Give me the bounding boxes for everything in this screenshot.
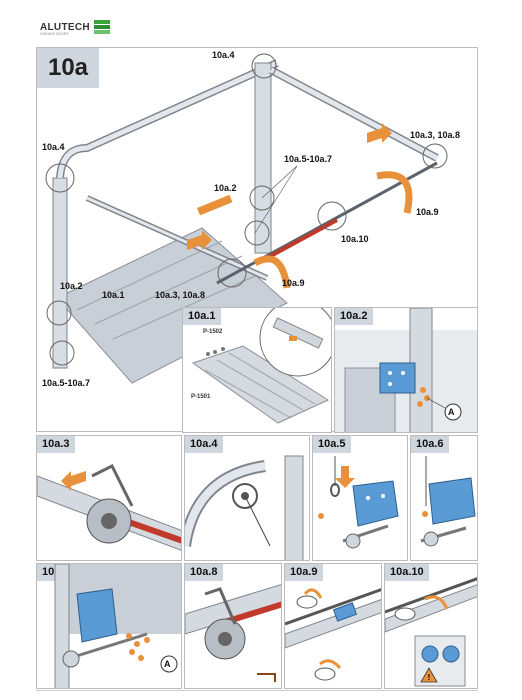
label-10a9-left: 10a.9 — [282, 278, 305, 288]
panel-tag: 10a.5 — [313, 436, 351, 453]
panel-tag: 10a.9 — [285, 564, 323, 581]
panel-10a2-illustration — [335, 308, 477, 432]
panel-10a5-illustration — [318, 456, 399, 549]
callout-a: A — [448, 407, 455, 417]
part-p1502: P-1502 — [203, 329, 223, 335]
label-10a1: 10a.1 — [102, 290, 125, 300]
panel-10a3-illustration — [37, 463, 181, 551]
footer-rule — [36, 690, 478, 691]
panel-10a7: 10a.7 A — [36, 563, 182, 689]
label-10a5-10a7-mid: 10a.5-10a.7 — [284, 154, 333, 164]
panel-10a5: 10a.5 — [312, 435, 408, 561]
label-10a2-left: 10a.2 — [60, 281, 83, 291]
panel-10a6: 10a.6 — [410, 435, 478, 561]
panel-10a1-illustration — [191, 308, 331, 424]
panel-10a10: 10a.10 ! — [384, 563, 478, 689]
panel-tag: 10a.6 — [411, 436, 449, 453]
step-number: 10a — [37, 48, 99, 88]
panel-10a8-illustration — [185, 584, 281, 682]
panel-tag: 10a.8 — [185, 564, 223, 581]
panel-tag: 10a.3 — [37, 436, 75, 453]
callout-a: A — [164, 659, 171, 669]
label-10a4-left: 10a.4 — [42, 142, 65, 152]
part-p1501: P-1501 — [191, 394, 211, 400]
panel-10a9-illustration — [285, 588, 381, 681]
panel-10a6-illustration — [420, 456, 476, 547]
panel-10a10-illustration: ! — [385, 577, 477, 687]
panel-tag: 10a.4 — [185, 436, 223, 453]
label-10a5-10a7-bottom: 10a.5-10a.7 — [42, 378, 91, 388]
brand-logo: ALUTECH — [40, 20, 110, 34]
panel-10a4: 10a.4 — [184, 435, 310, 561]
panel-10a9: 10a.9 — [284, 563, 382, 689]
overview-illustration — [45, 53, 448, 384]
panel-10a2: 10a.2 A — [334, 307, 478, 433]
panel-10a7-illustration — [54, 564, 181, 688]
panel-tag: 10a.1 — [183, 308, 221, 325]
panel-10a8: 10a.8 — [184, 563, 282, 689]
panel-tag: 10a.10 — [385, 564, 429, 581]
brand-name: ALUTECH — [40, 21, 90, 33]
brand-tagline: GARAGE DOORS — [40, 32, 69, 36]
label-10a9-right: 10a.9 — [416, 207, 439, 217]
panel-10a4-illustration — [185, 455, 304, 560]
label-10a10: 10a.10 — [341, 234, 369, 244]
panel-10a1: 10a.1 P-1502 P-1501 — [182, 307, 332, 433]
label-10a4-top: 10a.4 — [212, 50, 235, 60]
svg-text:!: ! — [428, 673, 431, 682]
label-10a3-10a8-left: 10a.3, 10a.8 — [155, 290, 206, 300]
label-10a2-mid: 10a.2 — [214, 183, 237, 193]
label-10a3-10a8-right: 10a.3, 10a.8 — [410, 130, 461, 140]
panel-tag: 10a.2 — [335, 308, 373, 325]
brand-mark-icon — [93, 20, 110, 34]
panel-10a3: 10a.3 — [36, 435, 182, 561]
